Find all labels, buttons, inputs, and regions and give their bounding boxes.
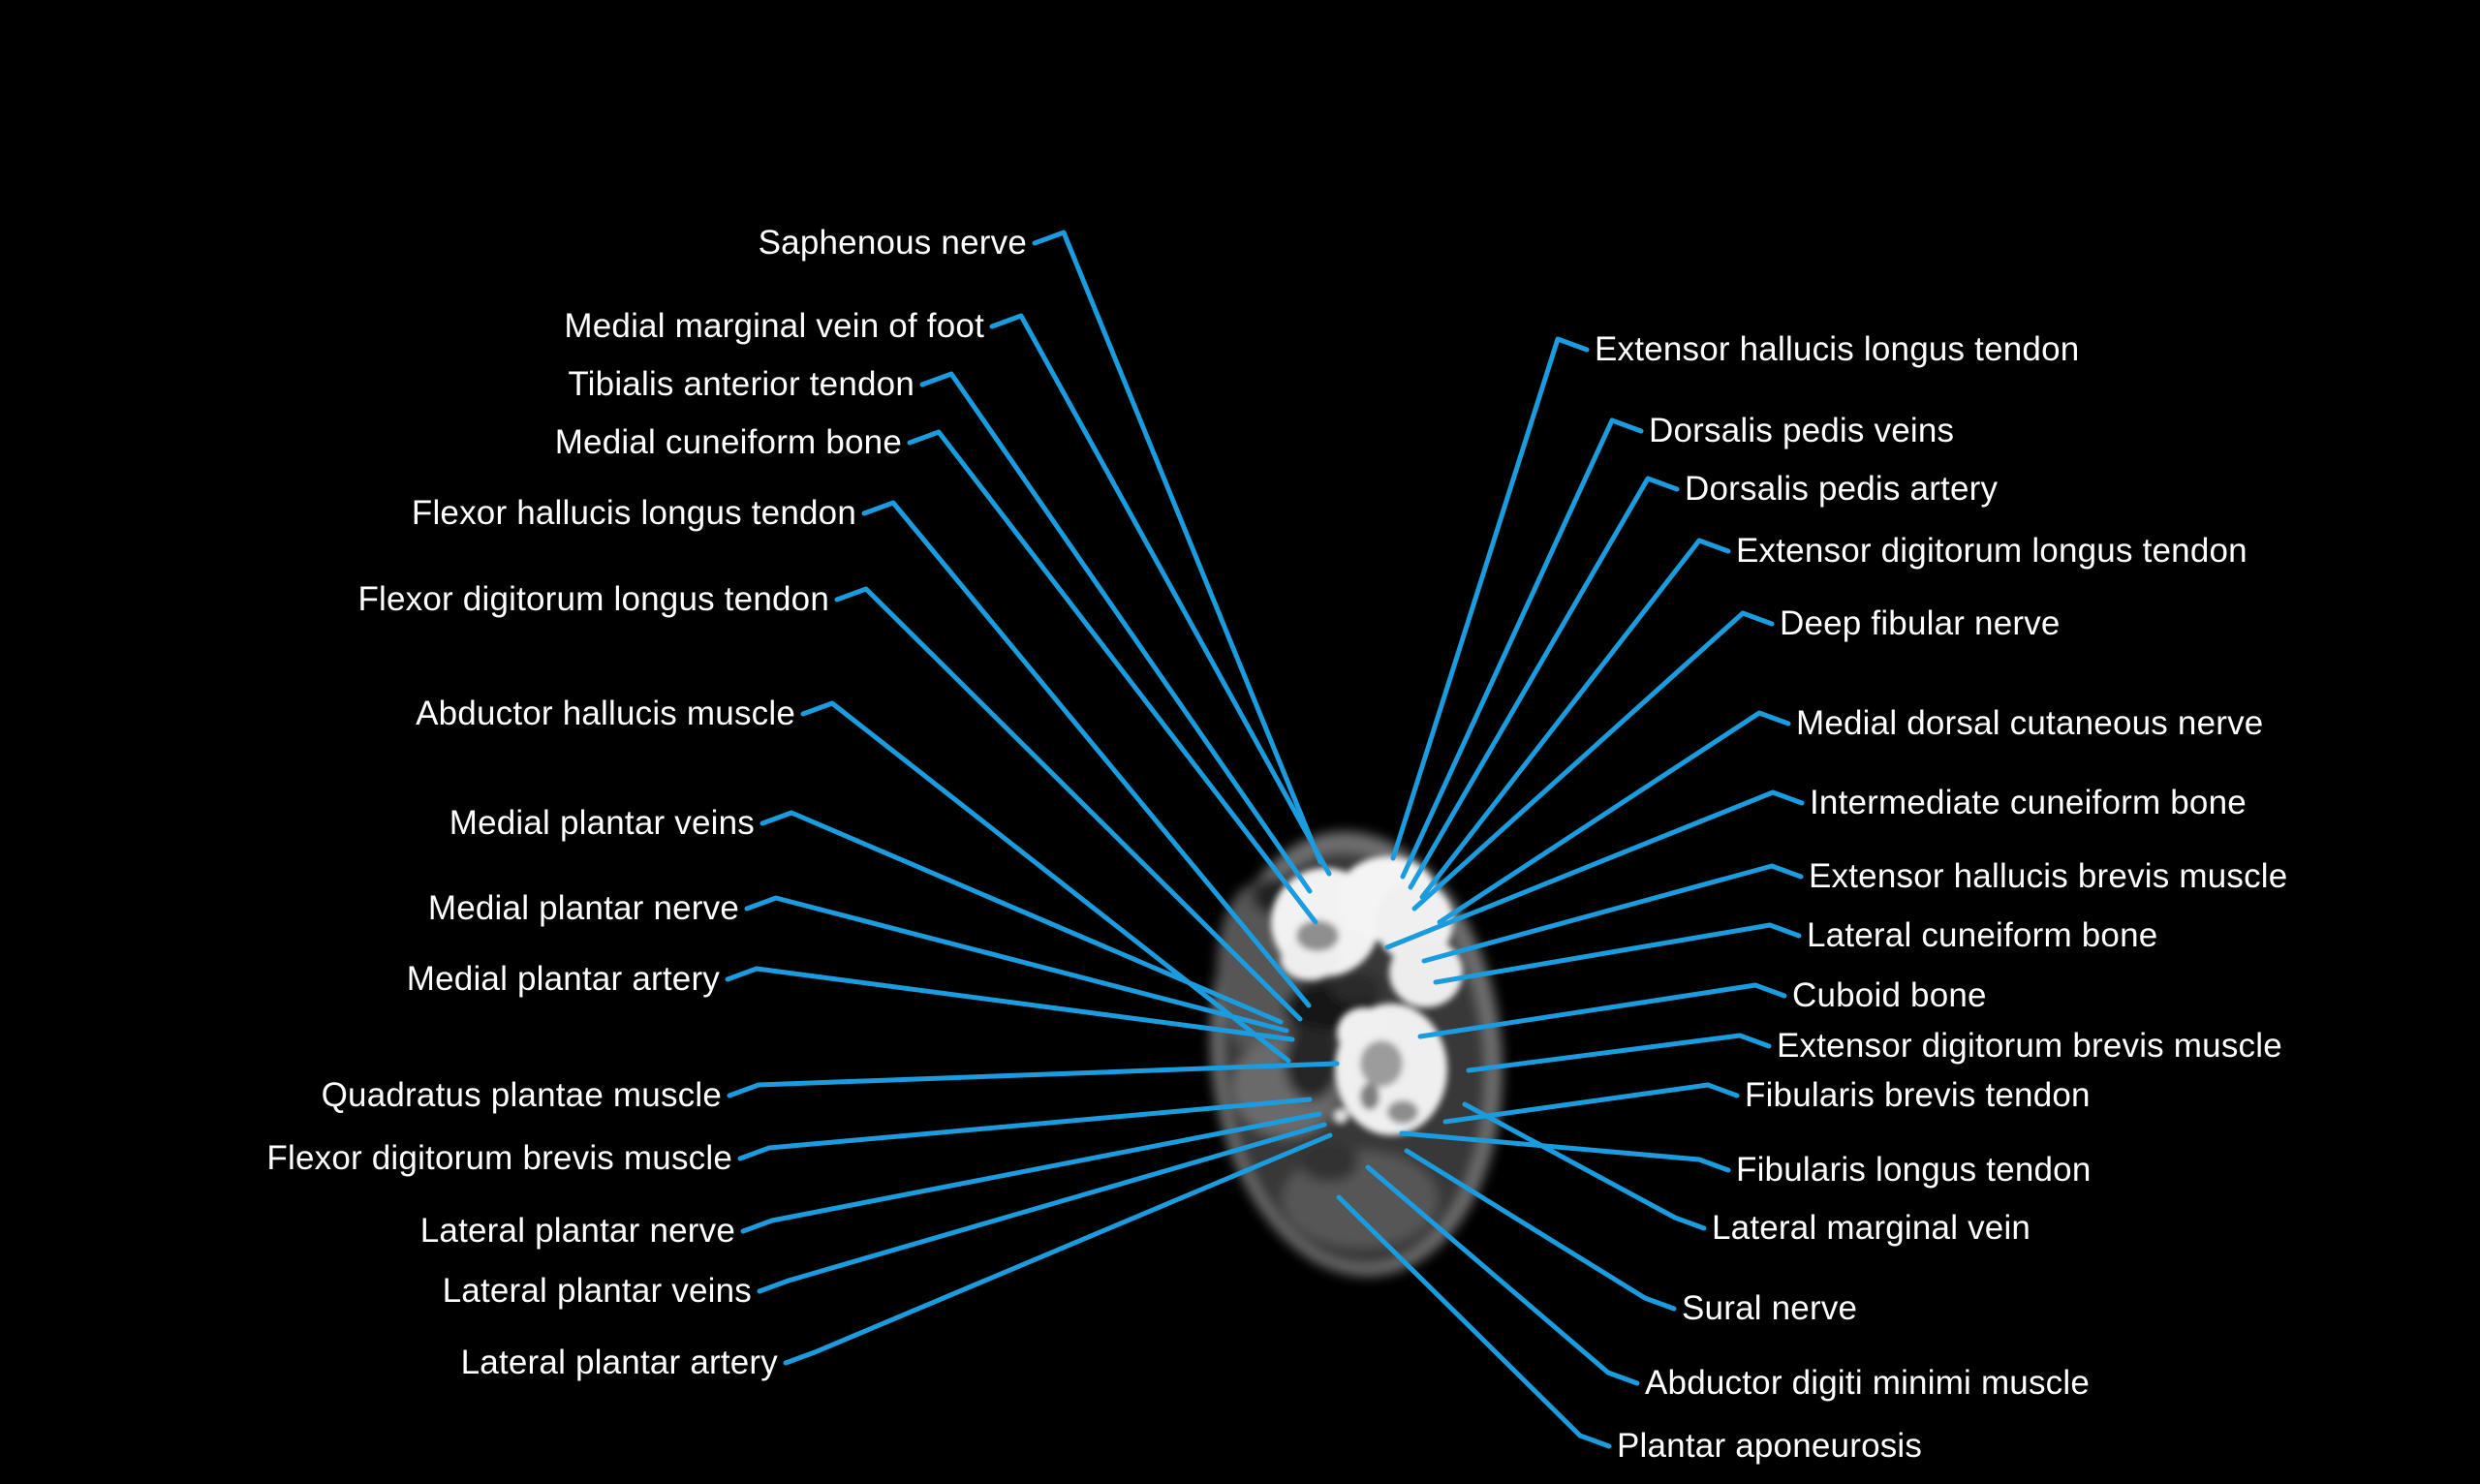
leader-line-dorsalis-pedis-artery bbox=[1408, 476, 1680, 890]
leader-line-flexor-hallucis-longus-tendon bbox=[861, 500, 1312, 1008]
leader-line-lateral-plantar-nerve bbox=[740, 1111, 1322, 1234]
leader-line-saphenous-nerve bbox=[1032, 230, 1323, 865]
ct-axial-foot-image bbox=[1210, 831, 1503, 1277]
leader-line-lateral-marginal-vein bbox=[1462, 1101, 1707, 1231]
leader-line-lateral-cuneiform-bone bbox=[1433, 922, 1802, 985]
leader-line-deep-fibular-nerve bbox=[1411, 610, 1775, 912]
leader-line-fibularis-longus-tendon bbox=[1399, 1130, 1731, 1173]
leader-line-medial-plantar-nerve bbox=[744, 895, 1289, 1034]
leader-line-medial-cuneiform-bone bbox=[907, 429, 1318, 925]
leader-line-plantar-aponeurosis bbox=[1336, 1194, 1612, 1449]
leader-line-extensor-digitorum-longus-tendon bbox=[1419, 538, 1731, 900]
leader-line-medial-plantar-veins bbox=[760, 810, 1284, 1025]
leader-line-abductor-digiti-minimi-muscle bbox=[1365, 1164, 1640, 1386]
leader-line-lateral-plantar-artery bbox=[783, 1132, 1333, 1366]
leader-line-extensor-hallucis-longus-tendon bbox=[1390, 336, 1590, 861]
leader-line-lateral-plantar-veins bbox=[757, 1122, 1327, 1294]
leader-line-abductor-hallucis-muscle bbox=[800, 700, 1291, 1064]
leader-line-fibularis-brevis-tendon bbox=[1442, 1082, 1740, 1125]
leader-line-medial-plantar-artery bbox=[725, 966, 1295, 1042]
leader-line-sural-nerve bbox=[1404, 1148, 1677, 1312]
leader-line-cuboid-bone bbox=[1417, 982, 1787, 1039]
leader-line-quadratus-plantae-muscle bbox=[727, 1061, 1340, 1098]
leader-line-medial-dorsal-cutaneous-nerve bbox=[1437, 710, 1791, 925]
leader-line-dorsalis-pedis-veins bbox=[1400, 417, 1644, 880]
leader-line-flexor-digitorum-brevis-muscle bbox=[737, 1097, 1313, 1161]
leader-lines bbox=[725, 230, 1805, 1449]
leader-line-flexor-digitorum-longus-tendon bbox=[834, 586, 1303, 1022]
leader-line-tibialis-anterior-tendon bbox=[919, 371, 1313, 894]
leader-line-extensor-digitorum-brevis-muscle bbox=[1466, 1033, 1772, 1073]
leader-line-intermediate-cuneiform-bone bbox=[1384, 789, 1805, 950]
leader-line-medial-marginal-vein-of-foot bbox=[989, 313, 1332, 877]
leader-line-extensor-hallucis-brevis-muscle bbox=[1421, 863, 1804, 964]
